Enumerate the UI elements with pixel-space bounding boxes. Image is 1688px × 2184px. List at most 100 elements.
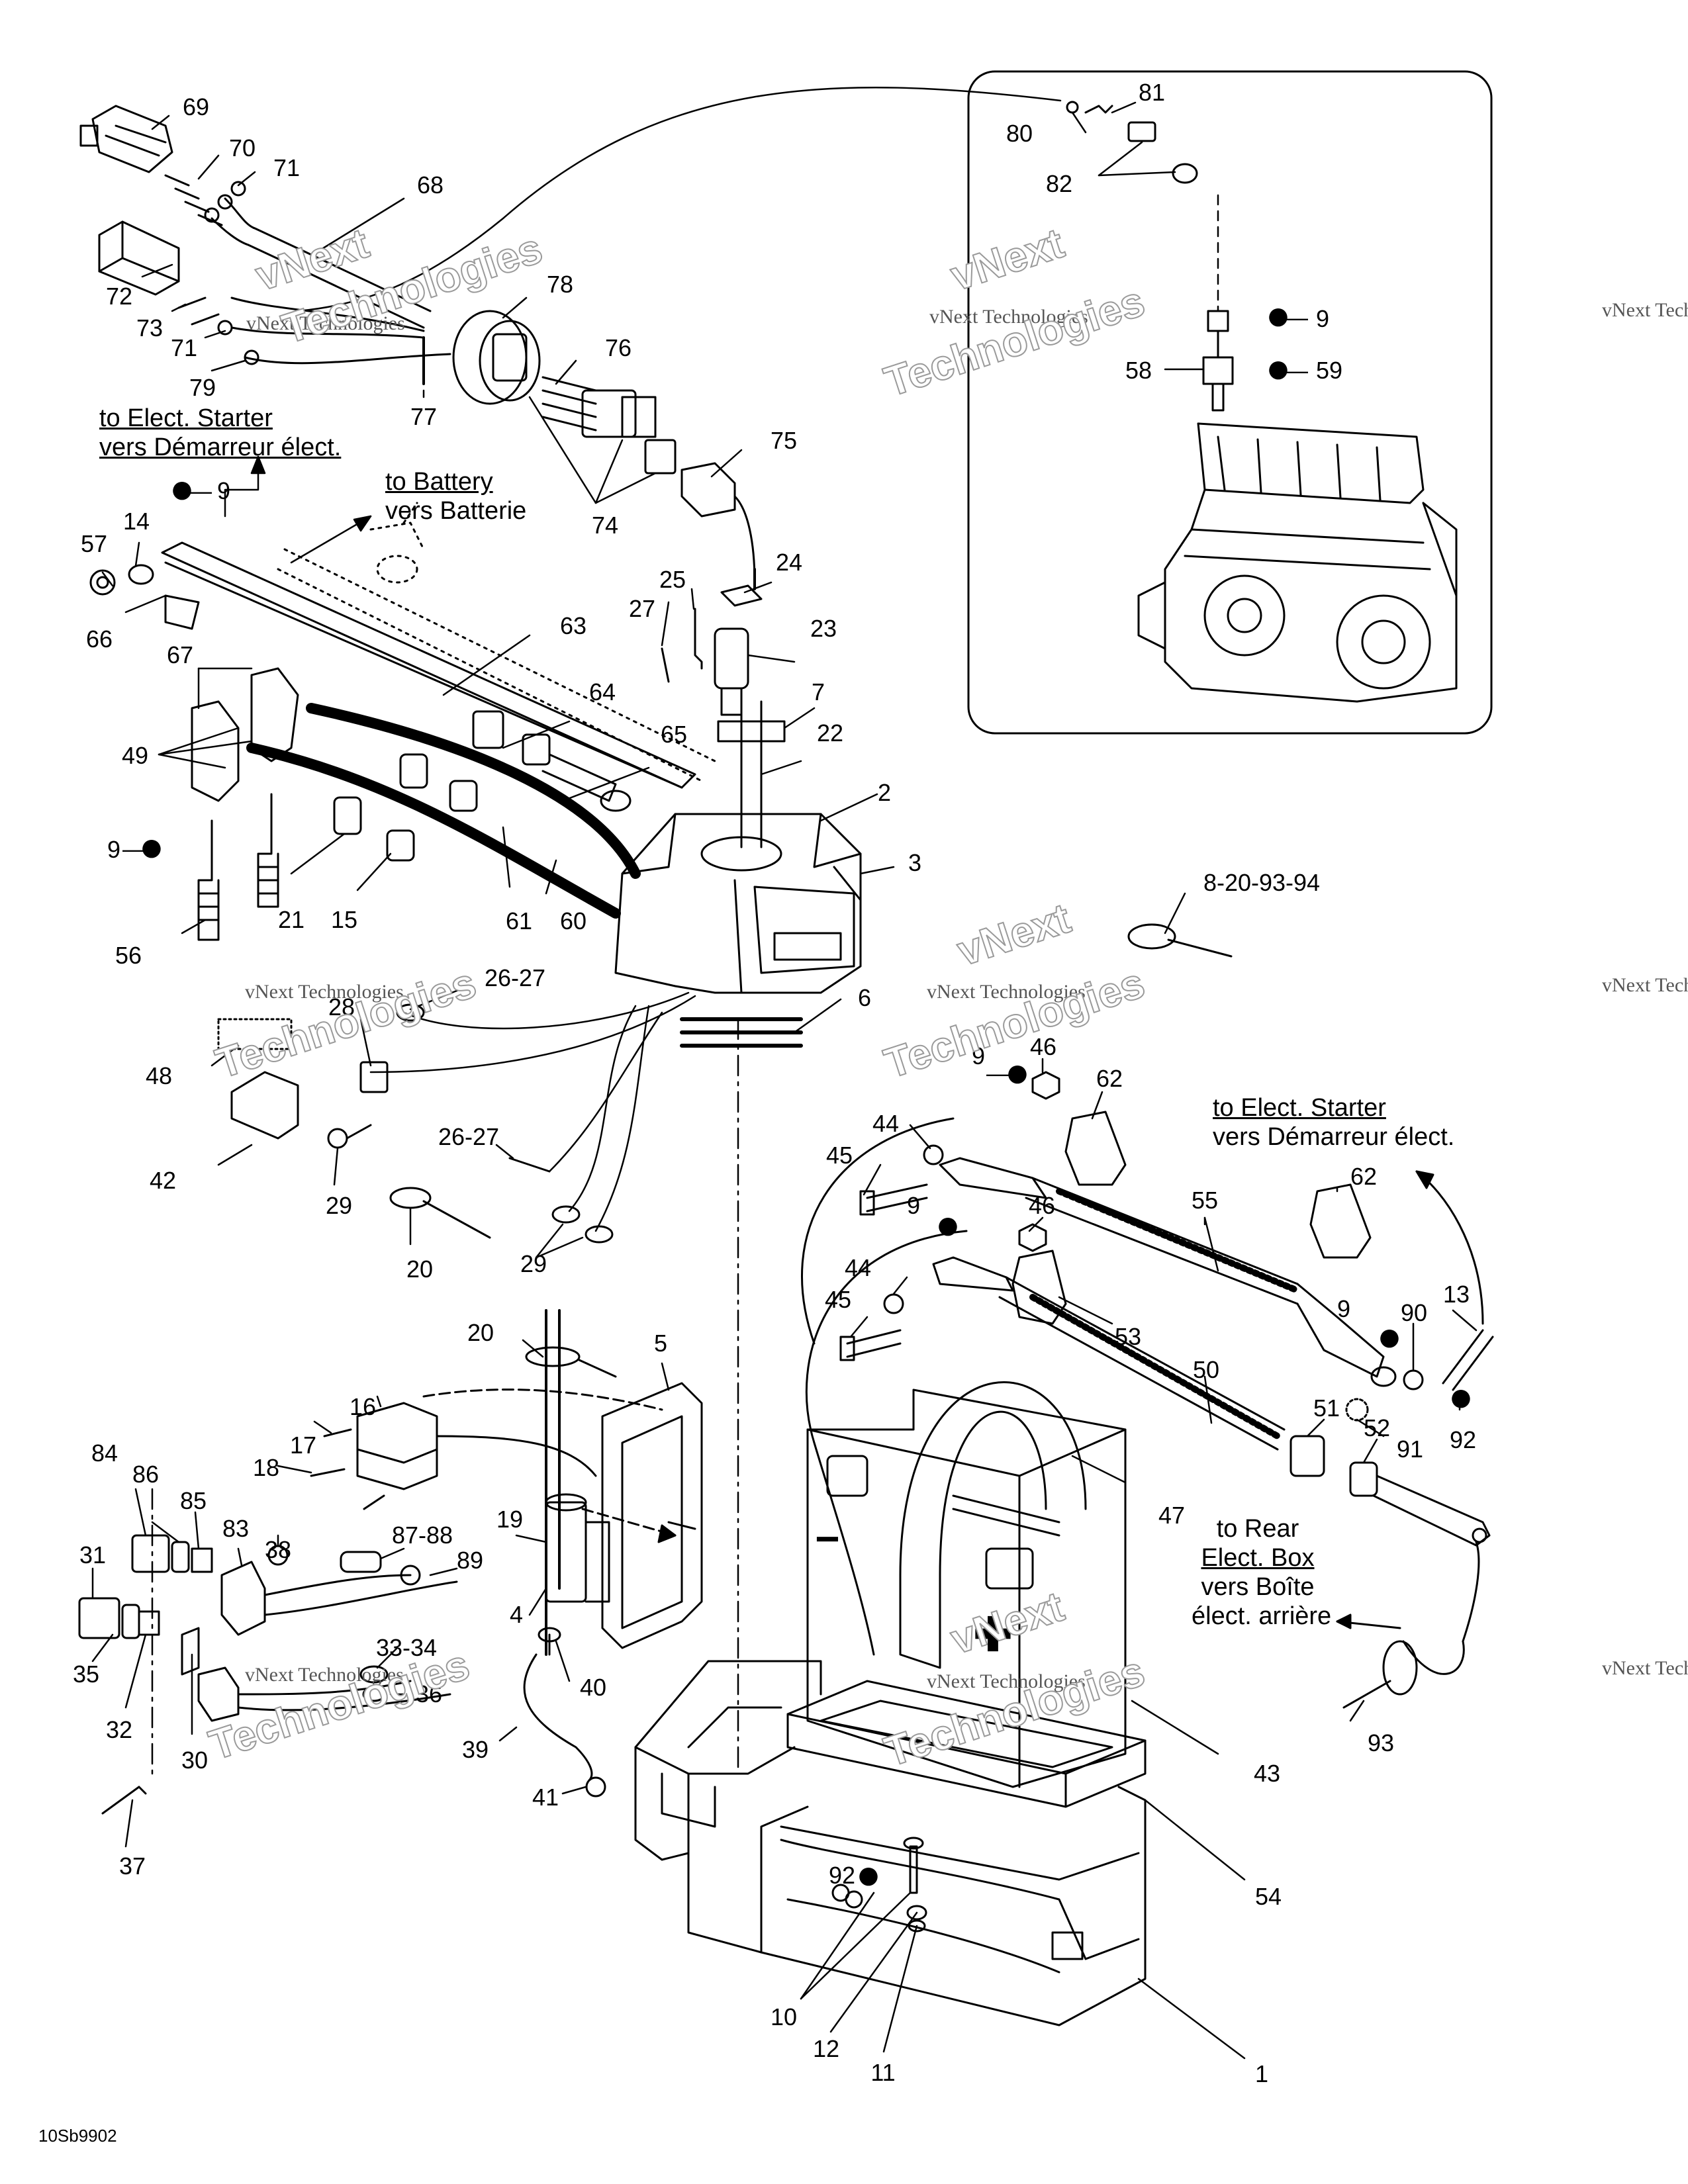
callout-35: 35 [72,1661,100,1688]
callout-50: 50 [1192,1356,1220,1383]
watermark-text: vNext Technologies [1602,1657,1688,1679]
callout-6: 6 [857,984,872,1011]
callout-14: 14 [122,508,150,535]
callout-93: 93 [1367,1729,1395,1756]
callout-71: 71 [170,334,198,361]
callout-7: 7 [811,678,825,705]
callout-85: 85 [179,1487,207,1514]
callout-58: 58 [1125,357,1152,384]
callout-62: 62 [1096,1065,1123,1092]
note-to-starter-right: to Elect. Starter vers Démarreur élect. [1213,1094,1455,1151]
watermark-text: vNext Technologies [246,312,405,334]
dash-mark: — [986,1060,1010,1087]
callout-26-27: 26-27 [484,964,546,991]
callout-66: 66 [85,625,113,653]
callout-9: 9 [216,477,231,504]
callout-44: 44 [872,1110,900,1137]
callout-32: 32 [105,1716,133,1743]
callout-13: 13 [1442,1281,1470,1308]
leader-lines [91,101,1477,2060]
callout-59: 59 [1315,357,1343,384]
callout-68: 68 [416,171,444,199]
callout-48: 48 [145,1062,173,1089]
callout-92: 92 [1449,1426,1477,1453]
callout-53: 53 [1114,1323,1142,1350]
wiring-harness-upper [79,105,763,716]
callout-46: 46 [1028,1192,1056,1219]
callout-64: 64 [588,678,616,705]
callout-51: 51 [1313,1394,1340,1422]
callout-73: 73 [136,314,164,341]
watermark-text: vNext Technologies [927,981,1086,1003]
oil-drop-icon: ● [1268,355,1289,383]
callout-70: 70 [228,134,256,161]
watermark-text: vNext Technologies [245,1664,404,1686]
callout-45: 45 [824,1286,852,1313]
callout-89: 89 [456,1547,484,1574]
callout-45: 45 [825,1142,853,1169]
watermark-text: vNext Technologies [929,306,1088,328]
callout-49: 49 [121,742,149,769]
callout-15: 15 [330,906,358,933]
callout-57: 57 [80,530,108,557]
callout-60: 60 [559,907,587,934]
engine-inset [297,70,1493,735]
callout-55: 55 [1191,1187,1219,1214]
watermark-text: vNext Technologies [927,1670,1086,1692]
callout-2: 2 [877,779,892,806]
callout-16: 16 [349,1393,377,1420]
callout-71: 71 [273,154,301,181]
oil-drop-icon: ● [1379,1324,1400,1351]
callout-63: 63 [559,612,587,639]
callout-27: 27 [628,595,656,622]
oil-drop-icon: ● [1268,302,1289,330]
callout-30: 30 [181,1747,209,1774]
battery-cable-upper [89,502,716,812]
callout-79: 79 [189,374,216,401]
callout-82: 82 [1045,170,1073,197]
callout-81: 81 [1138,79,1166,106]
callout-47: 47 [1158,1502,1186,1529]
callout-84: 84 [91,1439,118,1467]
callout-72: 72 [105,283,133,310]
callout-37: 37 [118,1852,146,1880]
callout-1: 1 [1254,2060,1269,2087]
callout-29: 29 [325,1192,353,1219]
callout-9: 9 [906,1192,921,1219]
wires-lower-left [217,991,696,1244]
callout-4: 4 [509,1601,524,1628]
oil-drop-icon: ● [141,834,162,861]
callout-25: 25 [659,566,686,593]
ignition-housing [614,700,862,994]
callout-5: 5 [653,1330,668,1357]
watermark-text: vNext Technologies [245,981,404,1003]
callout-41: 41 [532,1784,559,1811]
callout-38: 38 [264,1536,292,1563]
battery-cables-right [800,923,1494,1709]
callout-77: 77 [410,403,438,430]
callout-9: 9 [971,1042,986,1069]
callout-65: 65 [660,721,688,748]
note-to-battery: to Battery vers Batterie [385,468,527,525]
callout-74: 74 [591,512,619,539]
callout-24: 24 [775,549,803,576]
callout-19: 19 [496,1506,524,1533]
dash-mark: — [122,835,146,862]
callout-21: 21 [277,906,305,933]
battery [786,1381,1147,1808]
callout-18: 18 [252,1454,280,1481]
callout-86: 86 [132,1461,160,1488]
oil-drop-icon: ● [171,476,193,503]
callout-10: 10 [770,2003,798,2030]
callout-9: 9 [1336,1295,1351,1322]
callout-3: 3 [908,849,922,876]
callout-91: 91 [1396,1435,1424,1463]
callout-17: 17 [289,1432,317,1459]
callout-90: 90 [1400,1299,1428,1326]
callout-87-88: 87-88 [391,1522,453,1549]
callout-62: 62 [1350,1163,1378,1190]
callout-92: 92 [828,1862,856,1889]
callout-40: 40 [579,1674,607,1701]
callout-69: 69 [182,93,210,120]
